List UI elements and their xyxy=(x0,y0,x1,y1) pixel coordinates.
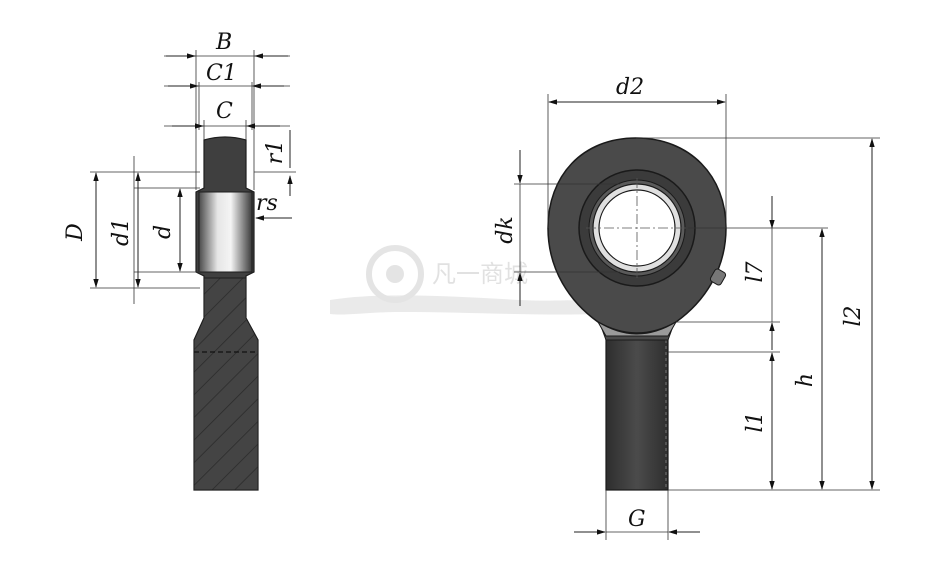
label-d2: d2 xyxy=(616,75,644,100)
label-G: G xyxy=(628,507,646,532)
label-d: d xyxy=(151,225,176,239)
label-h: h xyxy=(793,373,818,387)
label-l2: l2 xyxy=(841,305,866,326)
watermark-text: 凡一商城 xyxy=(432,260,528,288)
label-l7: l7 xyxy=(743,261,768,282)
label-l1: l1 xyxy=(743,411,768,432)
label-r1: r1 xyxy=(263,140,288,165)
label-dk: dk xyxy=(493,216,518,243)
front-view: d2 dk l2 h l7 l1 G xyxy=(493,75,880,540)
watermark: 凡一商城 xyxy=(330,245,600,315)
label-rs: rs xyxy=(256,191,278,216)
bearing-ring-side xyxy=(198,191,253,273)
label-D: D xyxy=(63,223,88,242)
shank-section-hatch xyxy=(193,277,259,491)
label-B: B xyxy=(215,30,232,55)
side-view: B C1 C r1 rs D d1 d xyxy=(63,30,296,491)
label-d1: d1 xyxy=(109,218,134,246)
label-C1: C1 xyxy=(206,61,237,86)
threaded-shank xyxy=(605,335,669,491)
label-C: C xyxy=(216,99,233,124)
lube-nipple xyxy=(709,268,727,286)
